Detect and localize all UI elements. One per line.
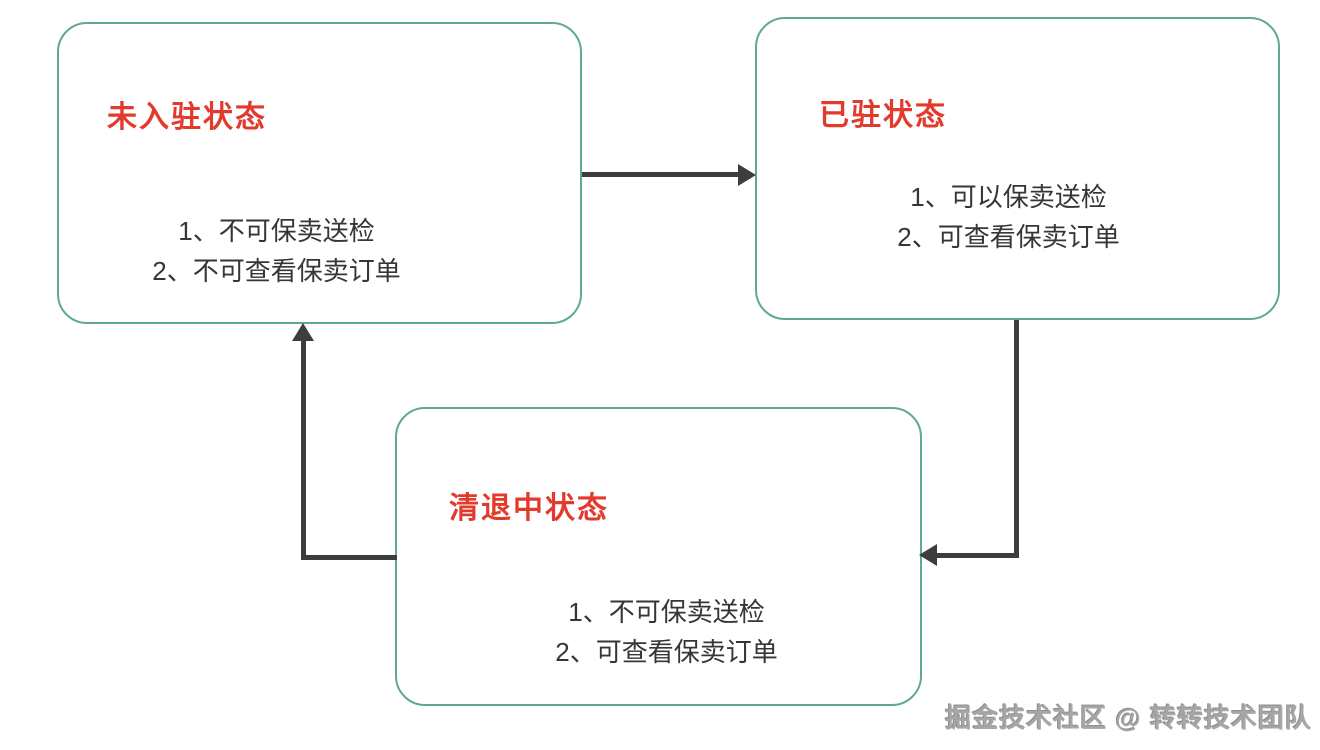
node-clearing-body: 1、不可保卖送检 2、可查看保卖订单: [413, 592, 920, 672]
arrow-line: [582, 172, 742, 177]
node-clearing-line-1: 1、不可保卖送检: [568, 597, 765, 627]
node-not-settled-line-2: 2、不可查看保卖订单: [152, 256, 401, 286]
node-clearing-line-2: 2、可查看保卖订单: [555, 637, 778, 667]
node-clearing-title: 清退中状态: [449, 492, 609, 525]
node-settled-body: 1、可以保卖送检 2、可查看保卖订单: [757, 177, 1260, 257]
arrow-head-left-icon: [919, 544, 937, 566]
arrow-head-right-icon: [738, 164, 756, 186]
node-not-settled-title: 未入驻状态: [107, 101, 267, 134]
arrow-line: [301, 338, 306, 560]
arrow-line: [301, 555, 397, 560]
arrow-head-up-icon: [292, 323, 314, 341]
node-settled-line-2: 2、可查看保卖订单: [897, 222, 1120, 252]
watermark-credit: 掘金技术社区 @ 转转技术团队: [945, 703, 1312, 733]
node-not-settled-line-1: 1、不可保卖送检: [178, 216, 375, 246]
node-not-settled-body: 1、不可保卖送检 2、不可查看保卖订单: [59, 211, 494, 291]
arrow-line: [934, 553, 1019, 558]
node-not-settled: 未入驻状态 1、不可保卖送检 2、不可查看保卖订单: [57, 22, 582, 324]
node-settled: 已驻状态 1、可以保卖送检 2、可查看保卖订单: [755, 17, 1280, 320]
arrow-line: [1014, 320, 1019, 558]
node-clearing: 清退中状态 1、不可保卖送检 2、可查看保卖订单: [395, 407, 922, 706]
node-settled-title: 已驻状态: [819, 99, 947, 132]
node-settled-line-1: 1、可以保卖送检: [910, 182, 1107, 212]
